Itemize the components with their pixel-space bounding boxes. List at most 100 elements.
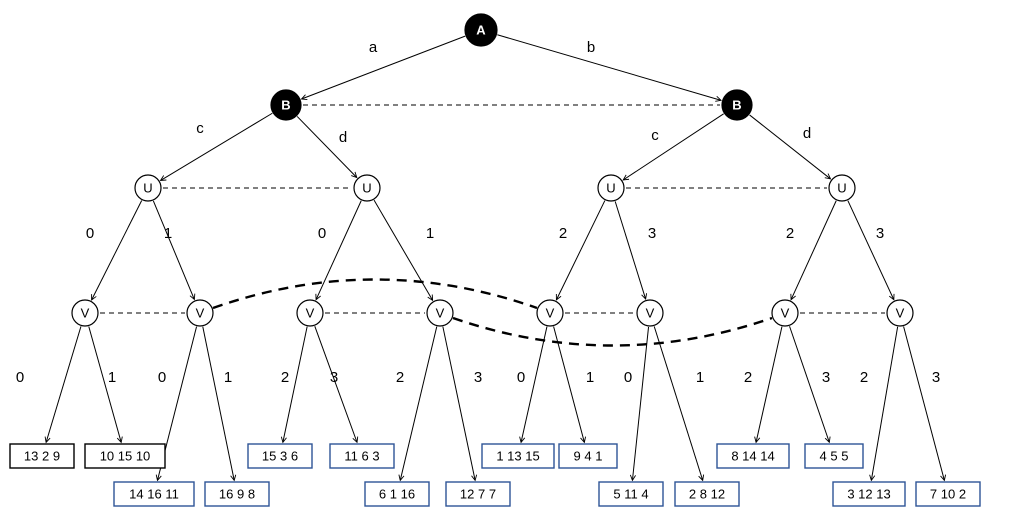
edge-label-U2-V3: 0 xyxy=(318,225,326,242)
node-label-V8: V xyxy=(896,306,905,321)
edge-label-A-B1: a xyxy=(369,39,378,56)
leaf-box-L4 xyxy=(329,443,395,469)
leaf-box-L16 xyxy=(915,481,981,507)
node-V4: V xyxy=(426,299,454,327)
edge-U4-V8 xyxy=(847,200,895,301)
node-label-U1: U xyxy=(143,181,152,196)
leaf-payoff-L10: 16 9 8 xyxy=(219,487,255,502)
edge-U1-V1 xyxy=(91,200,143,301)
edge-label-V8-L15: 2 xyxy=(860,369,868,386)
leaf-payoff-L3: 15 3 6 xyxy=(262,449,298,464)
edge-U2-V3 xyxy=(315,200,362,301)
leaf-L15: 3 12 13 xyxy=(832,481,906,507)
leaf-L14: 2 8 12 xyxy=(674,481,740,507)
leaf-L7: 8 14 14 xyxy=(716,443,790,469)
node-V8: V xyxy=(886,299,914,327)
node-label-B1: B xyxy=(281,98,290,113)
node-label-U2: U xyxy=(362,181,371,196)
edge-A-B2 xyxy=(497,34,723,102)
leaf-payoff-L9: 14 16 11 xyxy=(129,487,179,502)
node-circle-V2 xyxy=(186,299,214,327)
edge-V7-L7 xyxy=(754,326,783,444)
edge-V2-L10 xyxy=(202,326,237,482)
edge-label-A-B2: b xyxy=(587,39,595,56)
edge-V7-L8 xyxy=(789,326,831,444)
leaf-payoff-L16: 7 10 2 xyxy=(930,487,966,502)
edge-label-U4-V8: 3 xyxy=(876,225,884,242)
leaf-box-L5 xyxy=(481,443,555,469)
node-circle-V7 xyxy=(771,299,799,327)
node-circle-V8 xyxy=(886,299,914,327)
edge-V5-L5 xyxy=(519,326,548,444)
leaf-payoff-L8: 4 5 5 xyxy=(820,449,849,464)
leaf-payoff-L13: 5 11 4 xyxy=(613,487,648,502)
node-circle-U1 xyxy=(134,174,162,202)
leaf-box-L10 xyxy=(204,481,270,507)
edge-label-V4-L11: 2 xyxy=(396,369,404,386)
node-circle-V3 xyxy=(296,299,324,327)
edge-label-B1-U1: c xyxy=(196,120,204,137)
node-label-V7: V xyxy=(781,306,790,321)
leaf-L2: 10 15 10 xyxy=(84,443,166,469)
leaf-box-L1 xyxy=(9,443,75,469)
leaf-payoff-L14: 2 8 12 xyxy=(689,487,725,502)
edge-label-V3-L3: 2 xyxy=(281,369,289,386)
edge-label-V7-L8: 3 xyxy=(822,369,830,386)
edge-label-V5-L5: 0 xyxy=(517,369,525,386)
leaf-box-L13 xyxy=(598,481,664,507)
edge-V6-L13 xyxy=(629,326,650,482)
node-V7: V xyxy=(771,299,799,327)
node-circle-B1 xyxy=(270,89,302,121)
leaf-payoff-L12: 12 7 7 xyxy=(460,487,496,502)
node-V3: V xyxy=(296,299,324,327)
node-label-V5: V xyxy=(546,306,555,321)
information-sets xyxy=(100,104,885,347)
edge-V8-L15 xyxy=(869,326,899,482)
leaf-L5: 1 13 15 xyxy=(481,443,555,469)
edge-V4-L12 xyxy=(442,326,478,482)
edge-label-V3-L4: 3 xyxy=(330,369,338,386)
node-circle-U3 xyxy=(597,174,625,202)
infoset-curve-V4-V7 xyxy=(452,316,773,347)
edge-B1-U2 xyxy=(296,116,358,179)
edge-label-B1-U2: d xyxy=(339,129,347,146)
leaf-L9: 14 16 11 xyxy=(113,481,195,507)
edge-label-V1-L2: 1 xyxy=(108,369,116,386)
leaf-box-L15 xyxy=(832,481,906,507)
edge-label-V6-L13: 0 xyxy=(624,369,632,386)
node-label-A: A xyxy=(476,23,486,38)
edge-label-B2-U4: d xyxy=(803,125,811,142)
leaf-box-L6 xyxy=(558,443,618,469)
leaf-L16: 7 10 2 xyxy=(915,481,981,507)
leaf-L4: 11 6 3 xyxy=(329,443,395,469)
leaf-box-L14 xyxy=(674,481,740,507)
edge-label-V7-L7: 2 xyxy=(744,369,752,386)
leaf-L10: 16 9 8 xyxy=(204,481,270,507)
leaf-L12: 12 7 7 xyxy=(445,481,511,507)
node-U1: U xyxy=(134,174,162,202)
edge-label-U1-V1: 0 xyxy=(86,225,94,242)
node-label-U3: U xyxy=(606,181,615,196)
edge-label-V6-L14: 1 xyxy=(696,369,704,386)
node-V2: V xyxy=(186,299,214,327)
node-label-V6: V xyxy=(646,306,655,321)
node-label-B2: B xyxy=(732,98,741,113)
edge-label-V4-L12: 3 xyxy=(474,369,482,386)
leaf-payoff-L5: 1 13 15 xyxy=(496,449,539,464)
node-circle-V4 xyxy=(426,299,454,327)
leaf-payoff-L6: 9 4 1 xyxy=(574,449,603,464)
edge-V3-L3 xyxy=(280,326,308,444)
edge-label-V2-L9: 0 xyxy=(158,369,166,386)
edge-label-V8-L16: 3 xyxy=(932,369,940,386)
edge-U3-V6 xyxy=(614,201,648,300)
edge-U4-V7 xyxy=(790,200,837,301)
node-label-V1: V xyxy=(81,306,90,321)
node-B1: B xyxy=(270,89,302,121)
node-circle-V5 xyxy=(536,299,564,327)
node-label-V2: V xyxy=(196,306,205,321)
edge-label-U4-V7: 2 xyxy=(786,225,794,242)
